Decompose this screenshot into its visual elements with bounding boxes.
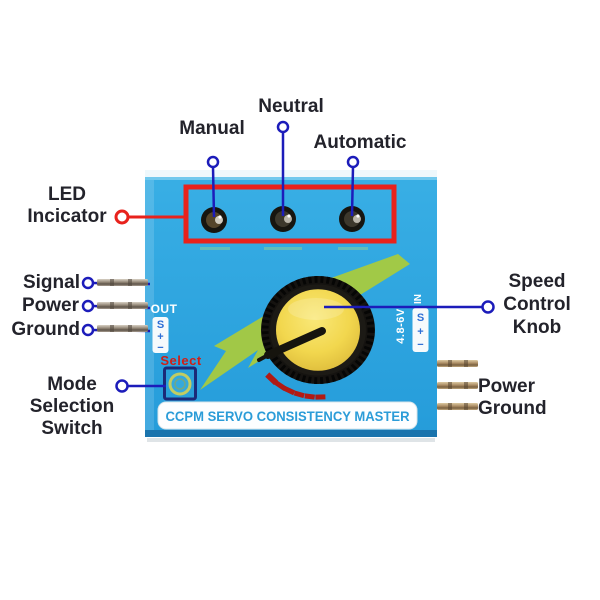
power-callout-dot xyxy=(81,299,95,313)
led-manual xyxy=(201,207,227,233)
signal-label-text: Signal xyxy=(22,272,80,293)
manual-label: Manual xyxy=(179,118,244,140)
out-pin-signal-label: S xyxy=(157,319,164,331)
manual-label-text: Manual xyxy=(179,118,245,139)
power-ground-label-line2: Ground xyxy=(478,398,547,419)
knob-ridges xyxy=(261,276,375,384)
ground-callout-dot xyxy=(81,323,95,337)
select-button xyxy=(168,372,192,396)
led-automatic xyxy=(339,206,365,232)
speed-control-knob-label: Speed Control Knob xyxy=(503,270,571,339)
signal-label: Signal xyxy=(23,272,80,294)
automatic-callout-dot xyxy=(346,155,360,169)
power-ground-label: Power Ground xyxy=(478,376,547,420)
neutral-callout-dot xyxy=(276,120,290,134)
in-pin-signal-label: S xyxy=(417,312,424,324)
mode-selection-switch-label: Mode Selection Switch xyxy=(30,374,114,440)
in-label: IN xyxy=(413,294,424,304)
out-pin-plus-label: + xyxy=(157,331,163,343)
led-callout-dot xyxy=(114,209,130,225)
power-in-port: 4.8-6V IN S + − xyxy=(395,294,429,352)
power-in-pin-1 xyxy=(437,360,478,367)
led-indicator-label-line1: LED xyxy=(47,184,86,205)
power-in-pins xyxy=(437,360,478,410)
power-pin xyxy=(97,302,148,309)
mode-callout-dot xyxy=(115,379,129,393)
speed-label-line3: Knob xyxy=(512,317,562,338)
led-silkscreen-mark xyxy=(200,247,230,250)
in-pin-box xyxy=(412,308,429,352)
power-ground-label-line1: Power xyxy=(478,376,536,397)
led-silkscreen-mark xyxy=(264,247,302,250)
neutral-label: Neutral xyxy=(258,96,323,118)
mode-label-line1: Mode xyxy=(47,374,97,395)
ground-label-text: Ground xyxy=(11,319,80,340)
power-in-pin-3 xyxy=(437,403,478,410)
knob-pointer xyxy=(264,327,326,359)
out-pin-box xyxy=(152,317,169,353)
in-pin-plus-label: + xyxy=(417,326,423,338)
device-shadow xyxy=(147,438,435,442)
speed-label-line1: Speed xyxy=(508,271,566,292)
name-plate-text: CCPM SERVO CONSISTENCY MASTER xyxy=(166,408,410,424)
power-label-text: Power xyxy=(21,295,79,316)
led-silkscreen-mark xyxy=(338,247,368,250)
power-label: Power xyxy=(22,295,79,317)
power-in-pin-2 xyxy=(437,382,478,389)
led-highlight-box xyxy=(183,184,397,244)
manual-callout-line xyxy=(211,166,216,218)
led-indicator-label-line2: Incicator xyxy=(27,206,107,227)
mode-label-line3: Switch xyxy=(41,418,103,439)
ground-label: Ground xyxy=(11,319,80,341)
mode-label-line2: Selection xyxy=(29,396,115,417)
speed-callout-dot xyxy=(481,300,495,314)
speed-label-line2: Control xyxy=(503,294,571,315)
servo-out-port: OUT S + − xyxy=(151,302,178,354)
led-neutral xyxy=(270,206,296,232)
out-pin-minus-label: − xyxy=(157,342,163,354)
automatic-callout-line xyxy=(350,166,355,217)
signal-callout-dot xyxy=(81,276,95,290)
mode-select-switch: Select xyxy=(160,353,201,401)
neutral-label-text: Neutral xyxy=(258,96,324,117)
ground-pin xyxy=(97,325,148,332)
knob-scale-ticks xyxy=(265,372,326,400)
speed-control-knob xyxy=(257,276,375,384)
out-label: OUT xyxy=(151,302,178,316)
servo-out-pins xyxy=(97,279,148,332)
led-panel xyxy=(183,184,397,250)
select-button-center xyxy=(174,378,186,390)
select-label: Select xyxy=(160,353,201,368)
voltage-label: 4.8-6V xyxy=(395,308,407,344)
signal-pin xyxy=(97,279,148,286)
automatic-label-text: Automatic xyxy=(313,132,407,153)
in-pin-minus-label: − xyxy=(417,339,423,351)
automatic-label: Automatic xyxy=(314,132,407,154)
manual-callout-dot xyxy=(206,155,220,169)
led-indicator-label: LED Incicator xyxy=(27,184,106,228)
name-plate: CCPM SERVO CONSISTENCY MASTER xyxy=(157,401,418,430)
